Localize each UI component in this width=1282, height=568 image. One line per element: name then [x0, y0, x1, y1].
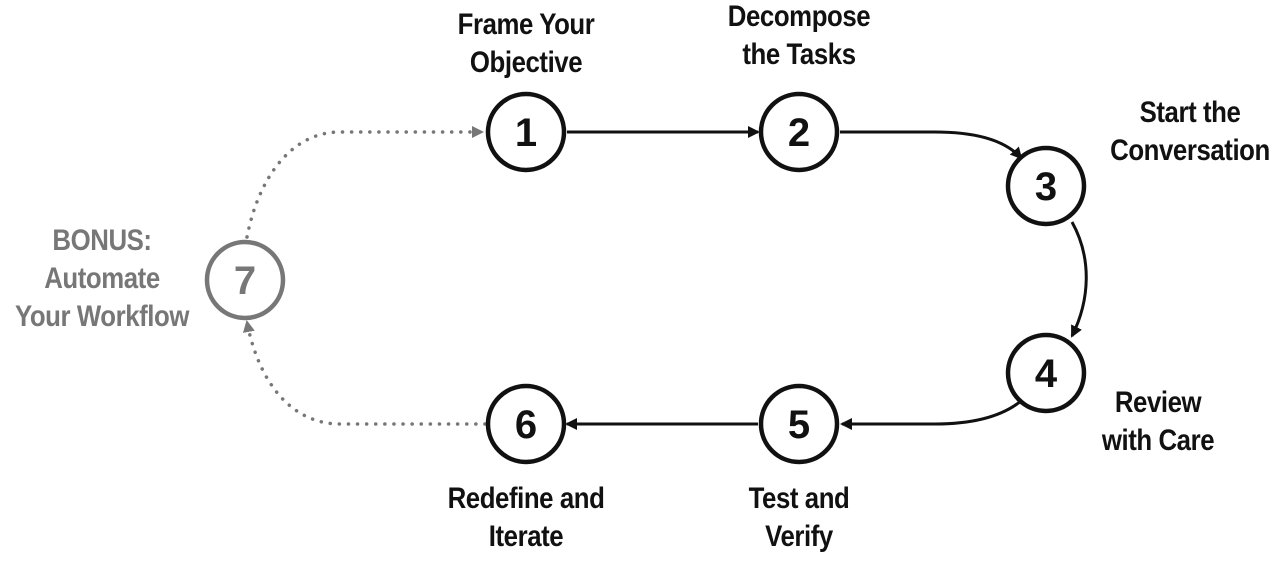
step-4-label-line-1: Review: [1114, 386, 1202, 419]
step-7-node: 7: [204, 239, 286, 321]
connector-4-to-5: [840, 399, 1022, 430]
step-3-number: 3: [1035, 165, 1057, 209]
step-1-label: Frame Your Objective: [431, 6, 620, 82]
step-3-node: 3: [1005, 145, 1087, 227]
step-5-circle: [758, 383, 840, 465]
step-3-circle: [1005, 145, 1087, 227]
step-7-label-line-3: Your Workflow: [14, 300, 190, 333]
step-6-circle: [485, 383, 567, 465]
step-1-label-line-1: Frame Your: [457, 8, 595, 41]
step-7-label-line-2: Automate: [44, 262, 160, 295]
step-5-node: 5: [758, 383, 840, 465]
step-5-number: 5: [788, 403, 810, 447]
step-4-number: 4: [1035, 352, 1058, 396]
step-5-label-line-1: Test and: [748, 482, 850, 515]
step-4-label: Review with Care: [1079, 384, 1237, 460]
connector-7-to-1: [245, 126, 484, 239]
step-6-label-line-1: Redefine and: [447, 482, 605, 515]
step-5-label-line-2: Verify: [765, 520, 833, 553]
step-7-number: 7: [234, 259, 256, 303]
step-4-circle: [1005, 332, 1087, 414]
step-2-circle: [758, 91, 840, 173]
step-2-label-line-2: the Tasks: [742, 38, 856, 71]
step-7-circle: [204, 239, 286, 321]
step-6-node: 6: [485, 383, 567, 465]
step-1-circle: [485, 91, 567, 173]
step-6-label: Redefine and Iterate: [423, 480, 629, 556]
step-7-label: BONUS: Automate Your Workflow: [2, 222, 202, 336]
connector-2-to-3: [840, 130, 1023, 160]
step-3-label-line-2: Conversation: [1110, 134, 1270, 167]
step-2-label-line-1: Decompose: [727, 0, 871, 33]
step-3-label-line-1: Start the: [1139, 96, 1241, 129]
step-2-label: Decompose the Tasks: [704, 0, 893, 74]
step-1-node: 1: [485, 91, 567, 173]
step-7-label-line-1: BONUS:: [52, 224, 152, 257]
step-3-label: Start the Conversation: [1092, 94, 1282, 170]
connector-3-to-4: [1070, 221, 1088, 338]
connector-6-to-7: [242, 320, 487, 426]
step-1-number: 1: [515, 111, 537, 155]
step-2-node: 2: [758, 91, 840, 173]
step-1-label-line-2: Objective: [469, 46, 583, 79]
step-4-node: 4: [1005, 332, 1087, 414]
step-6-number: 6: [515, 403, 537, 447]
step-5-label: Test and Verify: [713, 480, 885, 556]
step-4-label-line-2: with Care: [1101, 424, 1215, 457]
step-2-number: 2: [788, 111, 810, 155]
step-6-label-line-2: Iterate: [488, 520, 564, 553]
